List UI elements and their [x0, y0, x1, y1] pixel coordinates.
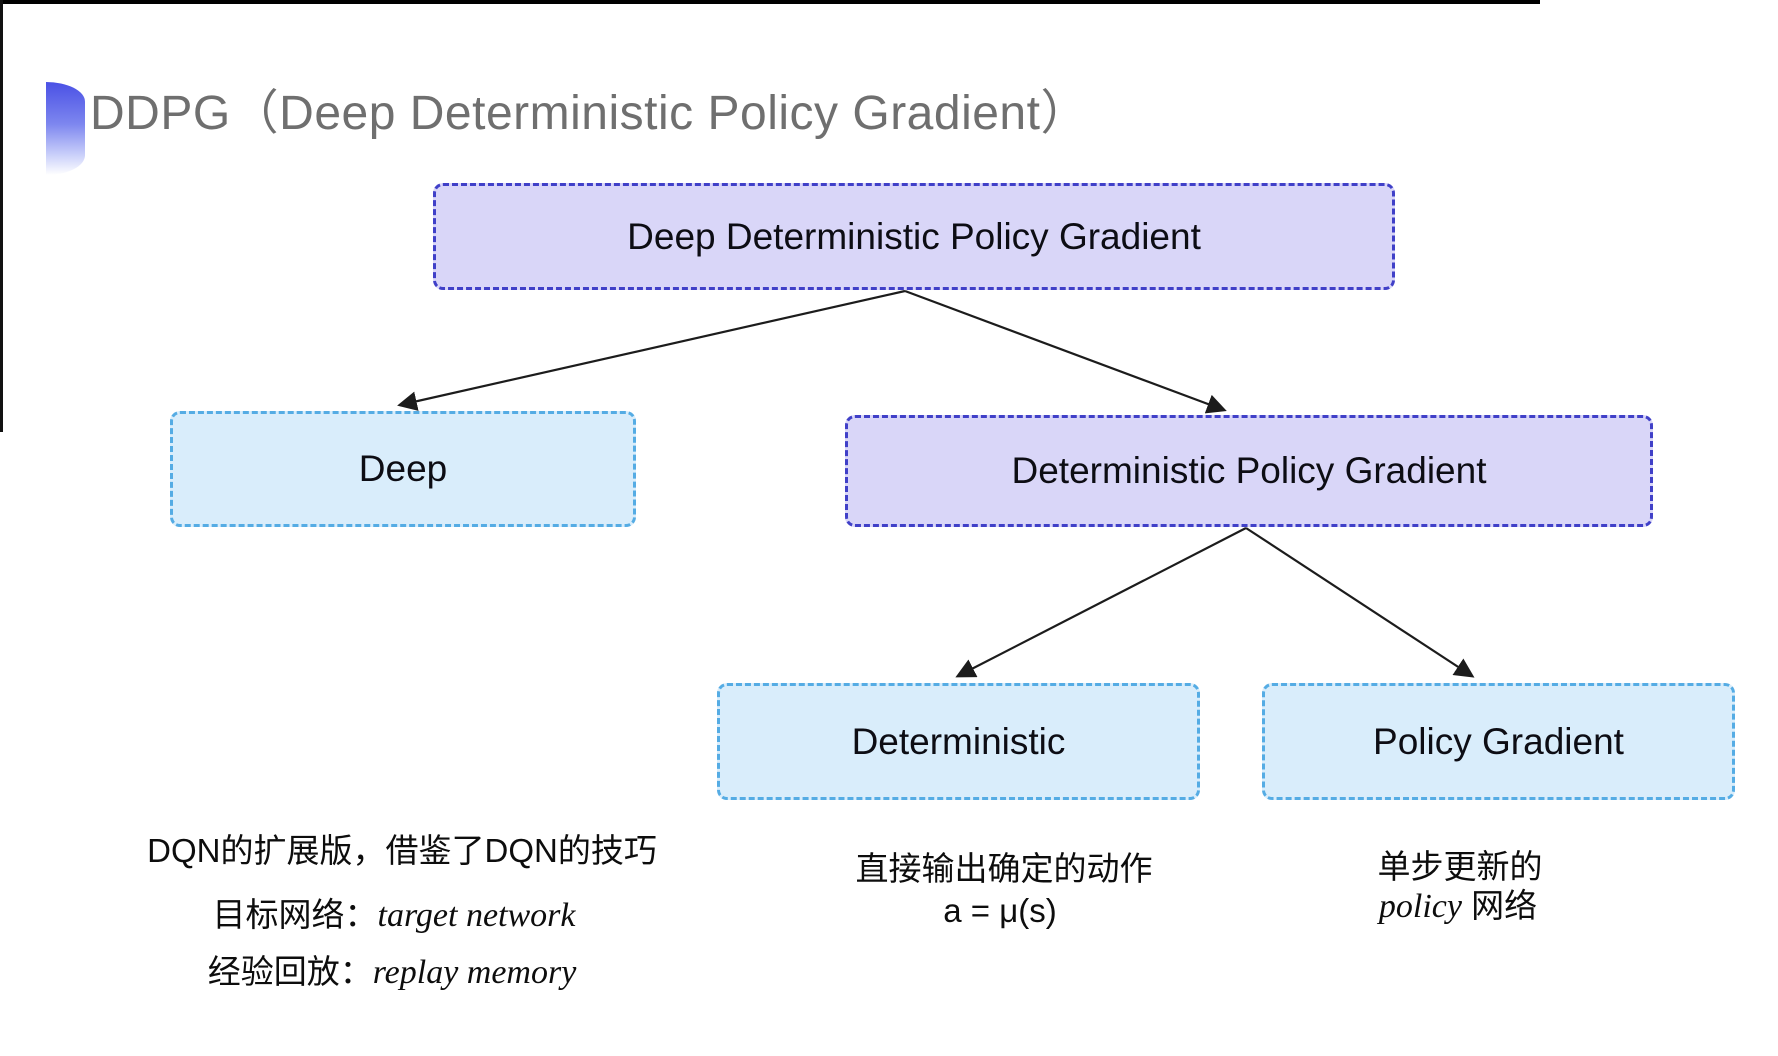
- node-deep-deterministic-policy-gradient: Deep Deterministic Policy Gradient: [433, 183, 1395, 290]
- note-policy-gradient-line1: 单步更新的: [1377, 848, 1543, 885]
- note-deterministic-formula: a = μ(s): [943, 892, 1057, 929]
- half-circle-bullet-icon: [46, 82, 85, 175]
- note-label-replay-memory: 经验回放：: [207, 953, 373, 990]
- frame-top-edge: [0, 0, 1540, 4]
- node-deterministic: Deterministic: [717, 683, 1200, 800]
- node-deep: Deep: [170, 411, 636, 527]
- arrow-root-to-dpg: [904, 289, 1227, 414]
- arrow-dpg-to-deterministic: [955, 527, 1247, 678]
- note-policy-gradient-line2: policy 网络: [1379, 886, 1537, 927]
- node-label: Deep: [358, 448, 448, 489]
- node-label: Deterministic: [851, 720, 1066, 762]
- node-label: Deterministic Policy Gradient: [1011, 450, 1487, 491]
- note-deep-line2: 目标网络：target network: [213, 895, 576, 936]
- note-policy-italic: policy: [1378, 888, 1462, 925]
- arrow-root-to-deep: [397, 289, 906, 411]
- node-policy-gradient: Policy Gradient: [1262, 683, 1735, 800]
- frame-left-edge: [0, 0, 3, 432]
- page-title: DDPG（Deep Deterministic Policy Gradient）: [90, 87, 1089, 140]
- note-deep-line3: 经验回放：replay memory: [208, 952, 577, 993]
- note-deep-line1: DQN的扩展版，借鉴了DQN的技巧: [147, 832, 657, 869]
- note-policy-rest: 网络: [1461, 887, 1538, 924]
- node-label: Deep Deterministic Policy Gradient: [627, 215, 1201, 257]
- node-deterministic-policy-gradient: Deterministic Policy Gradient: [845, 415, 1653, 527]
- note-value-target-network: target network: [377, 897, 576, 934]
- node-label: Policy Gradient: [1373, 720, 1624, 762]
- note-label-target-network: 目标网络：: [212, 896, 378, 933]
- note-value-replay-memory: replay memory: [372, 954, 577, 991]
- note-deterministic-line1: 直接输出确定的动作: [855, 850, 1153, 887]
- arrow-dpg-to-policy-gradient: [1245, 527, 1475, 678]
